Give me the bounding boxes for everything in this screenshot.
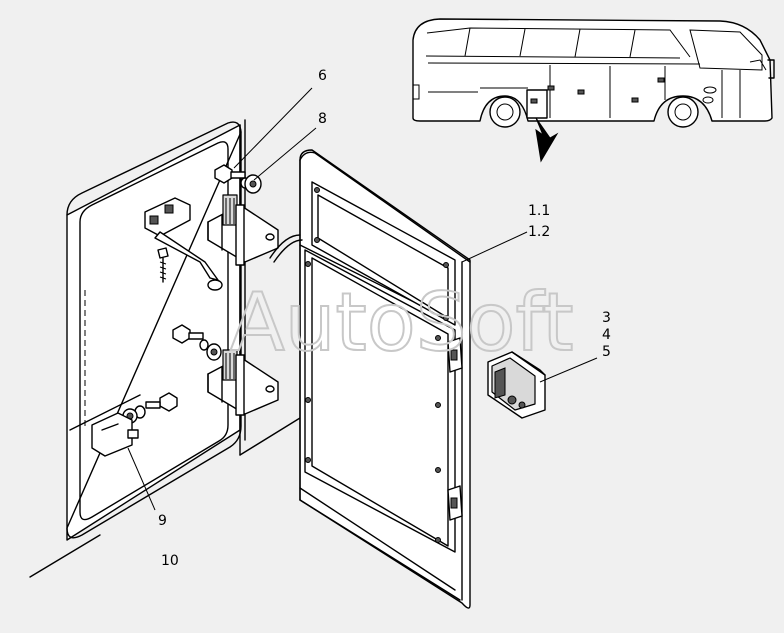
hatch-panel [269, 149, 471, 609]
bolt-and-washer-middle [172, 324, 222, 361]
callout-8: 8 [318, 111, 327, 127]
leader-lines [127, 87, 598, 511]
callout-4: 4 [602, 327, 611, 343]
callout-6: 6 [318, 68, 327, 84]
callout-1-2: 1.2 [528, 224, 550, 240]
hinge-lower [207, 349, 279, 416]
watermark: AutoSoft [230, 276, 574, 369]
bus-locator-illustration [412, 18, 775, 163]
callout-5: 5 [602, 344, 611, 360]
striker-plate-assembly [91, 392, 178, 457]
callout-10: 10 [161, 553, 179, 569]
callout-3: 3 [602, 310, 611, 326]
bolt-and-washer-upper [214, 164, 262, 194]
callout-1-1: 1.1 [528, 203, 550, 219]
lock-assembly [487, 351, 546, 419]
door-stay-arm [144, 197, 223, 291]
callout-9: 9 [158, 513, 167, 529]
